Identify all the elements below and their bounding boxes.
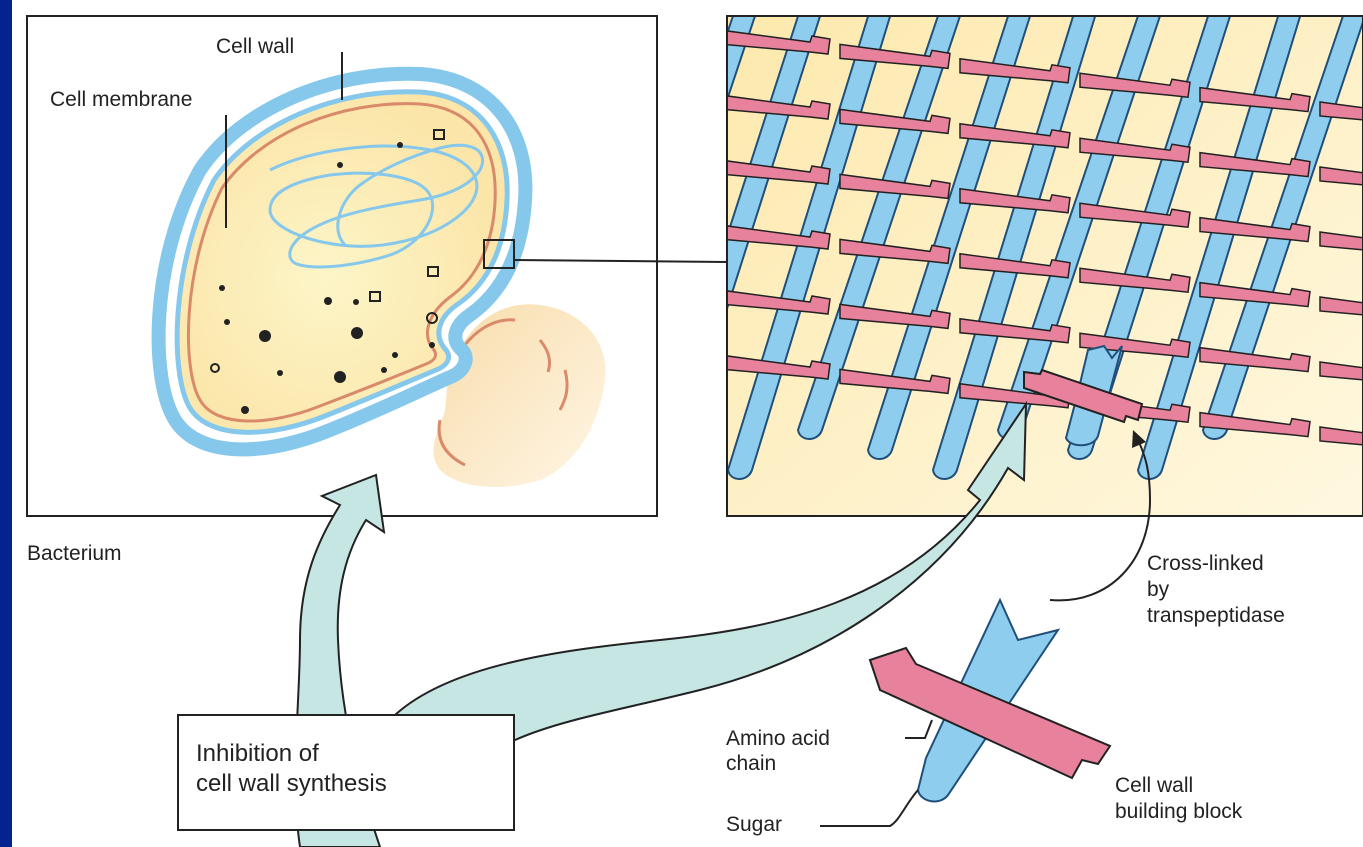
cell-wall-label: Cell wall (216, 35, 294, 59)
bacterium-label: Bacterium (27, 542, 122, 566)
inhibition-label-line1: Inhibition of (196, 740, 319, 768)
cross-linked-label-line1: Cross-linked (1147, 552, 1264, 576)
cell-membrane-label: Cell membrane (50, 88, 192, 112)
building-block-label-line2: building block (1115, 800, 1242, 824)
amino-acid-label-line2: chain (726, 752, 776, 776)
inhibition-label-line2: cell wall synthesis (196, 770, 387, 798)
cross-linked-label-line2: by (1147, 578, 1169, 602)
cross-linked-label-line3: transpeptidase (1147, 604, 1285, 628)
building-block-label-line1: Cell wall (1115, 774, 1193, 798)
sugar-label: Sugar (726, 813, 782, 837)
amino-acid-label-line1: Amino acid (726, 727, 830, 751)
